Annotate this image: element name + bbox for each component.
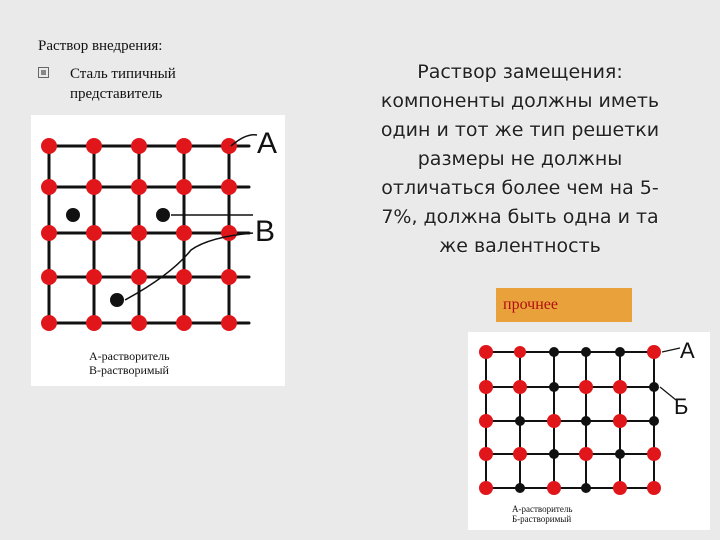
- text-line-7: же валентность: [439, 235, 601, 257]
- text-line-4: размеры не должны: [417, 148, 623, 170]
- interstitial-lattice-diagram: А В: [41, 127, 277, 331]
- bullet-item: Сталь типичный представитель: [38, 64, 298, 104]
- caption-solute: В-растворимый: [89, 363, 169, 377]
- substitution-lattice-diagram: А Б: [479, 338, 695, 495]
- interstitial-solution-title: Раствор внедрения:: [38, 38, 163, 54]
- text-line-5: отличаться более чем на 5-: [381, 177, 659, 199]
- substitution-solution-text: Раствор замещения: компоненты должны име…: [330, 58, 710, 261]
- solute-atoms: [515, 347, 659, 493]
- solvent-atoms: [41, 138, 237, 331]
- stronger-badge: прочнее: [496, 288, 632, 322]
- solute-atoms: [66, 208, 170, 307]
- solvent-atoms: [479, 345, 661, 495]
- caption-solute: Б-растворимый: [512, 514, 572, 524]
- label-b: В: [255, 215, 275, 248]
- text-line-6: 7%, должна быть одна и та: [381, 206, 659, 228]
- text-line-3: один и тот же тип решетки: [380, 119, 660, 141]
- label-a: А: [257, 127, 277, 160]
- text-line-1: Раствор замещения:: [417, 61, 623, 83]
- text-line-2: компоненты должны иметь: [380, 90, 660, 112]
- caption-solvent: А-растворитель: [512, 504, 573, 514]
- bullet-line-2: представитель: [70, 86, 163, 102]
- bullet-line-1: Сталь типичный: [70, 66, 176, 82]
- substitution-lattice-figure: А Б А-растворитель Б-растворимый: [468, 332, 710, 530]
- pointer-lines: [659, 347, 681, 401]
- badge-label: прочнее: [503, 296, 558, 313]
- grid-lines: [485, 350, 655, 492]
- bullet-icon: [38, 67, 49, 78]
- label-a: А: [680, 338, 695, 363]
- label-b: Б: [674, 394, 688, 419]
- pointer-lines: [124, 133, 258, 301]
- grid-lines: [47, 143, 251, 329]
- interstitial-lattice-figure: А В А-растворитель В-растворимый: [31, 115, 285, 386]
- caption-solvent: А-растворитель: [89, 349, 170, 363]
